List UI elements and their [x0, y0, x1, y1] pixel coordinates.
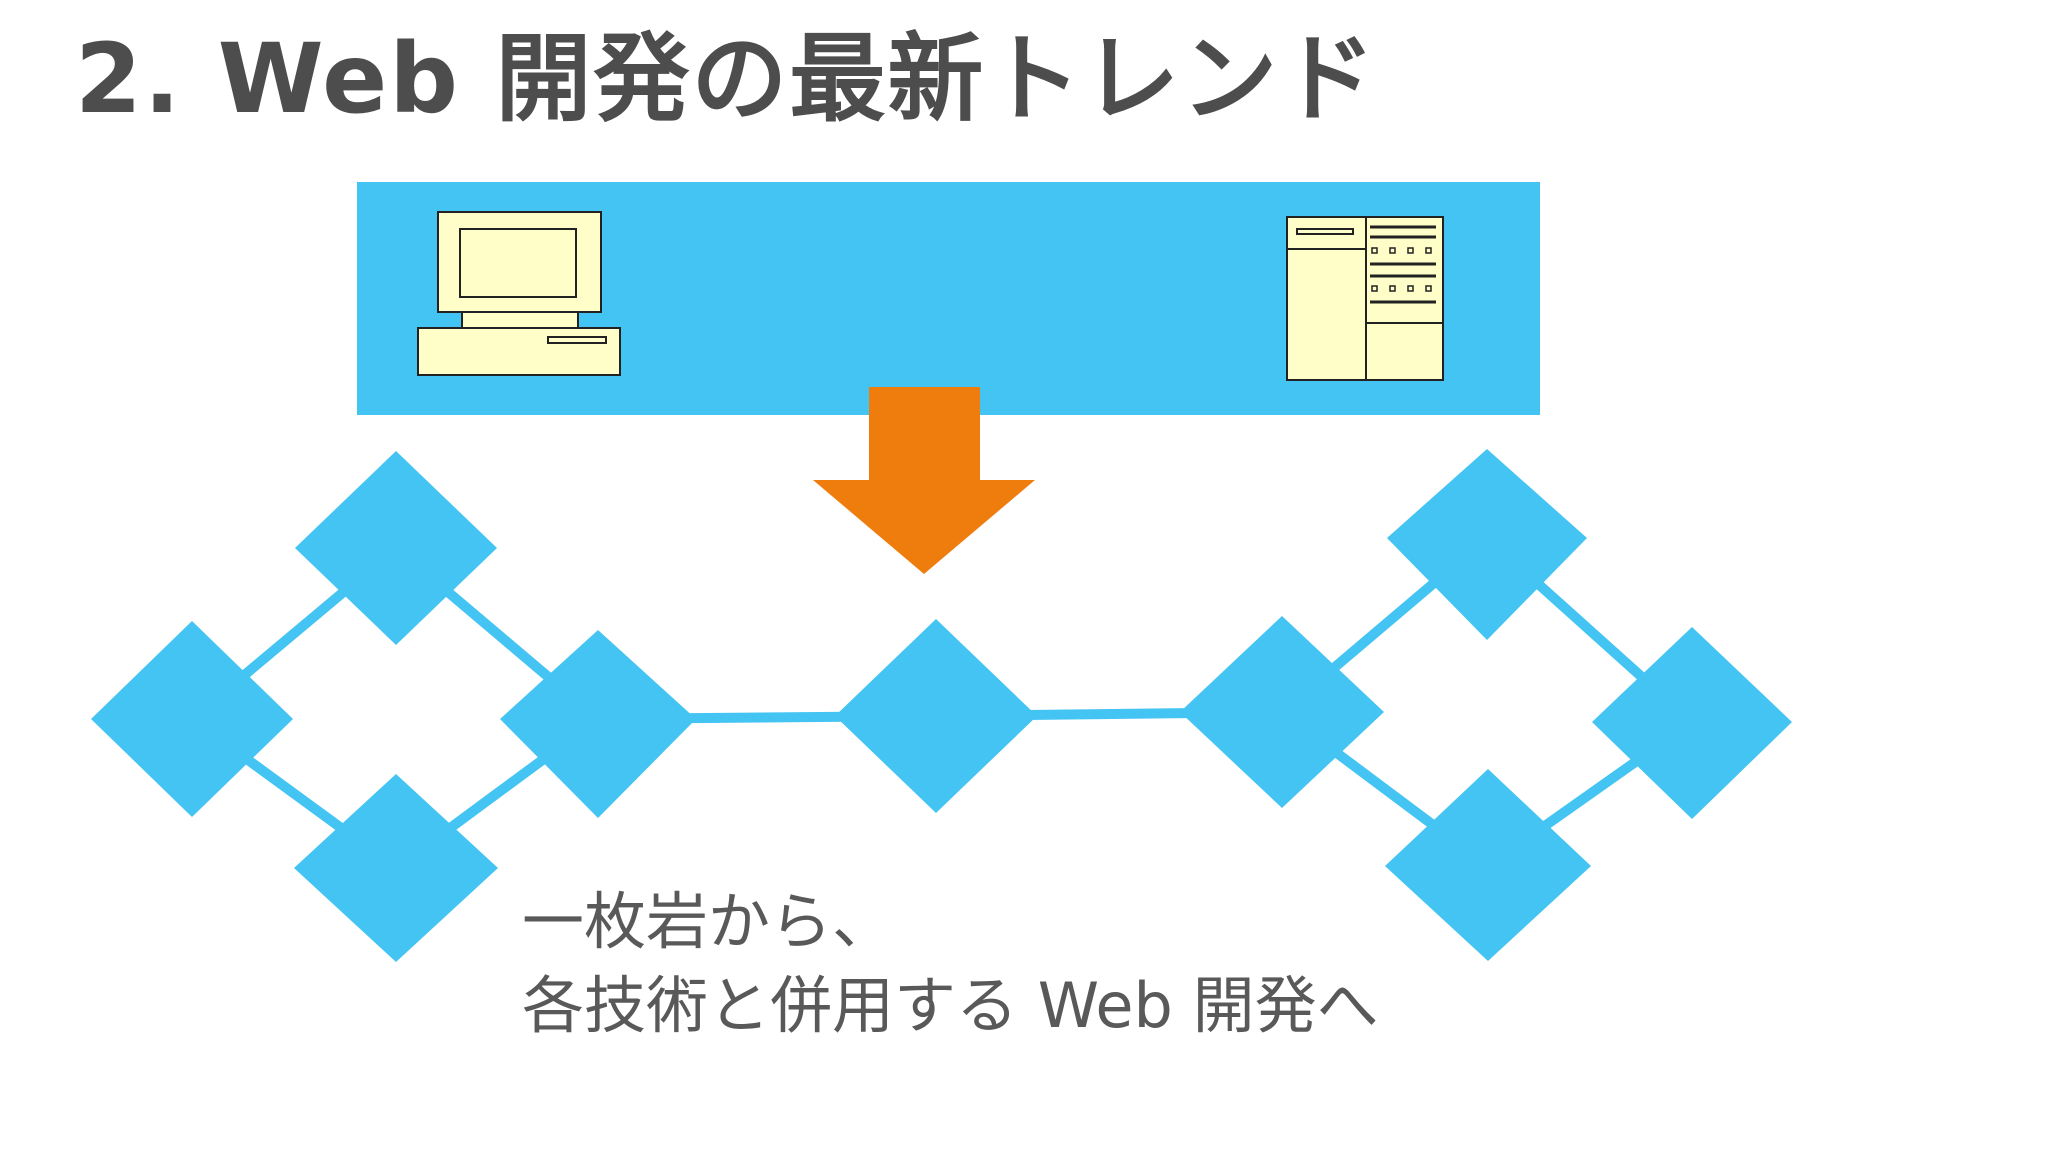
- network-node: [295, 451, 497, 645]
- down-arrow-icon: [813, 387, 1035, 574]
- slide-caption: 一枚岩から、 各技術と併用する Web 開発へ: [522, 880, 1379, 1047]
- network-node: [294, 774, 498, 962]
- network-node: [500, 630, 696, 818]
- server-rack-icon: [1286, 216, 1444, 381]
- caption-line-1: 一枚岩から、: [522, 885, 895, 958]
- desktop-computer-icon: [417, 211, 621, 376]
- slide-title: 2. Web 開発の最新トレンド: [75, 23, 1378, 135]
- network-node: [1180, 616, 1384, 808]
- network-node: [835, 619, 1037, 813]
- network-node: [1387, 449, 1587, 640]
- network-node: [1385, 769, 1591, 961]
- caption-line-2: 各技術と併用する Web 開発へ: [522, 968, 1379, 1042]
- network-node: [91, 621, 293, 817]
- network-node: [1592, 627, 1792, 819]
